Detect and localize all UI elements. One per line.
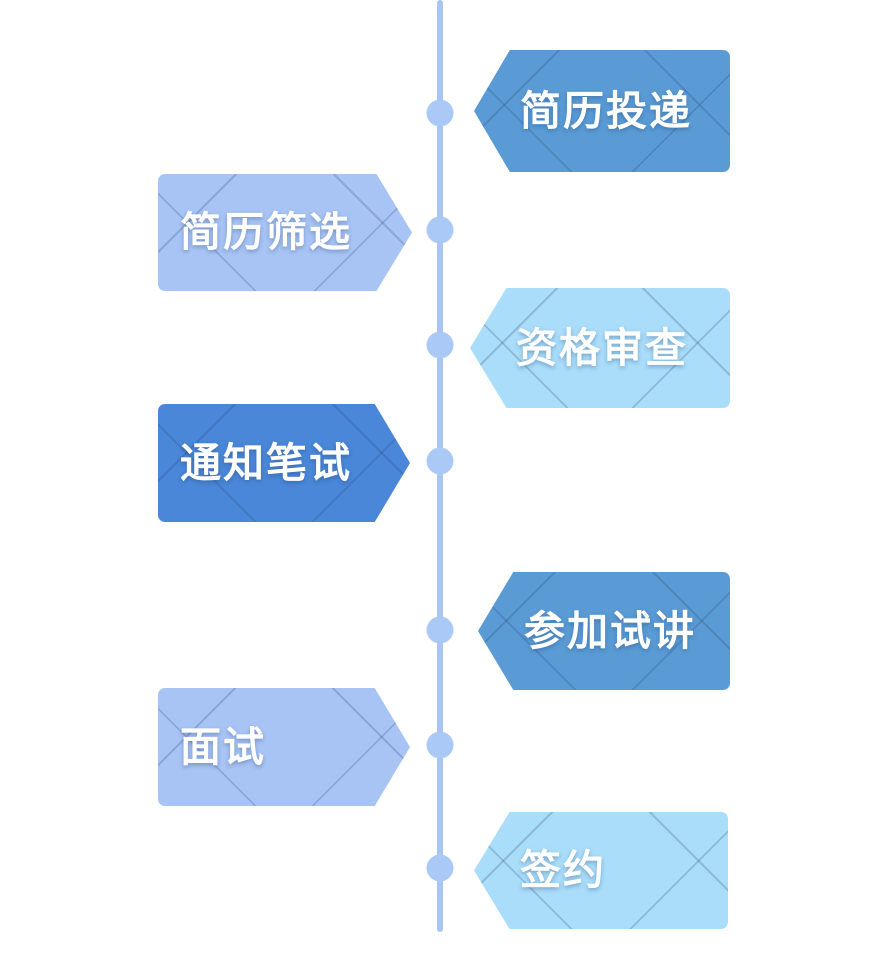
timeline-dot-2[interactable] — [426, 216, 454, 244]
timeline-dot-6[interactable] — [426, 731, 454, 759]
timeline-dot-4[interactable] — [426, 447, 454, 475]
arrow-shape-7 — [474, 812, 728, 929]
arrow-shape-2 — [158, 174, 412, 291]
arrow-shape-6 — [158, 688, 410, 806]
timeline-step-label: 简历筛选 — [180, 209, 352, 255]
timeline-dot-7[interactable] — [426, 854, 454, 882]
timeline-step-label: 通知笔试 — [180, 439, 352, 486]
timeline-step-label: 签约 — [520, 847, 606, 893]
timeline-step-2[interactable]: 简历筛选 — [158, 174, 412, 291]
timeline-step-3[interactable]: 资格审查 — [470, 288, 730, 408]
arrow-shape-3 — [470, 288, 730, 408]
timeline-step-label: 面试 — [180, 723, 266, 770]
timeline-step-4[interactable]: 通知笔试 — [158, 404, 410, 522]
timeline-step-7[interactable]: 签约 — [474, 812, 728, 929]
timeline-step-6[interactable]: 面试 — [158, 688, 410, 806]
arrow-shape-1 — [474, 50, 730, 172]
timeline-dot-5[interactable] — [426, 616, 454, 644]
timeline-step-label: 简历投递 — [520, 87, 692, 134]
arrow-shape-5 — [478, 572, 730, 690]
timeline-step-1[interactable]: 简历投递 — [474, 50, 730, 172]
timeline-dot-3[interactable] — [426, 331, 454, 359]
arrow-shape-4 — [158, 404, 410, 522]
timeline-step-5[interactable]: 参加试讲 — [478, 572, 730, 690]
timeline-step-label: 参加试讲 — [524, 607, 696, 654]
timeline-dot-1[interactable] — [426, 99, 454, 127]
timeline-step-label: 资格审查 — [516, 324, 688, 371]
